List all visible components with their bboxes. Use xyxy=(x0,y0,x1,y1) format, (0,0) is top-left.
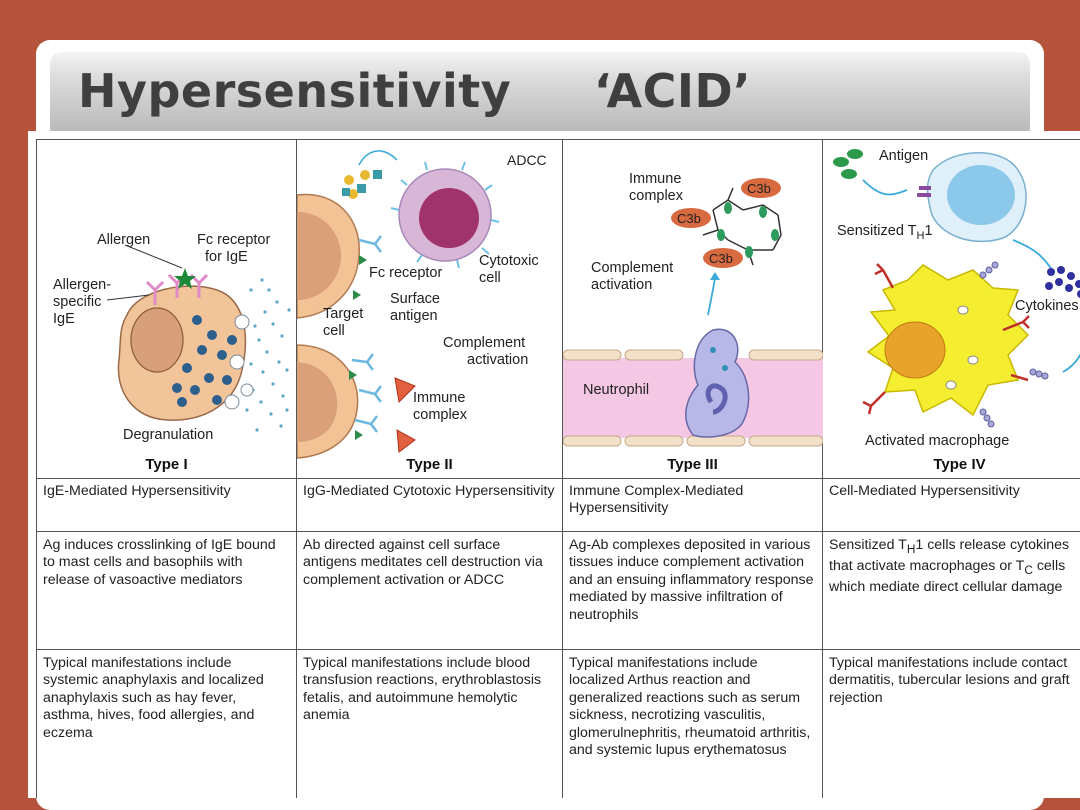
type3-name: Immune Complex-Mediated Hypersensitivity xyxy=(562,477,823,532)
label-immune-2: complex xyxy=(629,188,684,204)
row-mechanisms: Ag induces crosslinking of IgE bound to … xyxy=(36,530,1080,650)
type3-figure-cell: Immune complex C3b xyxy=(562,139,824,479)
label-surface-1: Surface xyxy=(390,291,440,307)
label-surface-2: antigen xyxy=(390,308,438,324)
row-manifestations: Typical manifestations include systemic … xyxy=(36,648,1080,798)
sensitized-tail: 1 xyxy=(924,223,932,239)
row-names: IgE-Mediated Hypersensitivity IgG-Mediat… xyxy=(36,477,1080,532)
c3b-label: C3b xyxy=(709,251,733,266)
type1-label: Type I xyxy=(145,456,188,473)
label-fc-receptor: Fc receptor xyxy=(197,232,270,248)
antigen-ovals xyxy=(833,149,863,179)
label-cytotoxic-1: Cytotoxic xyxy=(479,253,539,269)
type3-manifestations: Typical manifestations include localized… xyxy=(562,648,823,798)
label-allergen-specific-3: IgE xyxy=(53,311,75,327)
type2-name: IgG-Mediated Cytotoxic Hypersensitivity xyxy=(296,477,563,532)
label-complement-1: Complement xyxy=(591,260,673,276)
slide-title: Hypersensitivity ‘ACID’ xyxy=(78,64,752,118)
label-adcc: ADCC xyxy=(507,152,547,168)
t4-mech-b-sub: C xyxy=(1024,562,1033,577)
t4-mech-b: 1 cells release cytokines that activate … xyxy=(829,536,1070,574)
label-target-1: Target xyxy=(323,306,363,322)
t4-mech-a-sub: H xyxy=(906,541,916,556)
label-cytokines: Cytokines xyxy=(1015,298,1079,314)
cytokine-dots xyxy=(1045,266,1080,298)
type3-label: Type III xyxy=(667,456,718,473)
hypersensitivity-table-container: Allergen Fc receptor for IgE Allergen- s… xyxy=(28,131,1080,798)
label-complement-1: Complement xyxy=(443,335,525,351)
type1-manifestations: Typical manifestations include systemic … xyxy=(36,648,297,798)
type3-mechanism: Ag-Ab complexes deposited in various tis… xyxy=(562,530,823,650)
type2-figure-cell: ADCC xyxy=(296,139,563,479)
label-for-ige: for IgE xyxy=(205,249,248,265)
type2-mechanism: Ab directed against cell surface antigen… xyxy=(296,530,563,650)
type1-name: IgE-Mediated Hypersensitivity xyxy=(36,477,297,532)
t4-mech-a: Sensitized T xyxy=(829,536,907,553)
label-target-2: cell xyxy=(323,323,345,339)
released-granules xyxy=(224,314,254,410)
label-allergen: Allergen xyxy=(97,232,150,248)
cytotoxic-cell xyxy=(390,161,500,269)
mediator-dots xyxy=(245,278,291,432)
type2-diagram: ADCC xyxy=(296,150,547,459)
c3b-label: C3b xyxy=(677,211,701,226)
type3-diagram: Immune complex C3b xyxy=(562,171,824,447)
macrophage-receptors xyxy=(862,263,1030,415)
label-immune-2: complex xyxy=(413,407,468,423)
label-fc-receptor: Fc receptor xyxy=(369,265,442,281)
label-sensitized: Sensitized TH1 xyxy=(837,223,933,242)
label-immune-1: Immune xyxy=(413,390,465,406)
label-complement-2: activation xyxy=(591,277,652,293)
label-cytotoxic-2: cell xyxy=(479,270,501,286)
neutrophil-shape xyxy=(685,328,750,438)
type1-figure-cell: Allergen Fc receptor for IgE Allergen- s… xyxy=(36,139,297,479)
type4-name: Cell-Mediated Hypersensitivity xyxy=(822,477,1080,532)
surface-antigens xyxy=(349,255,367,440)
label-complement-2: activation xyxy=(467,352,528,368)
label-immune-1: Immune xyxy=(629,171,681,187)
label-allergen-specific-2: specific xyxy=(53,294,101,310)
label-degranulation: Degranulation xyxy=(123,427,213,443)
sensitized-subscript: H xyxy=(917,230,925,242)
complement-triangles xyxy=(394,377,416,453)
sensitized-text: Sensitized T xyxy=(837,223,917,239)
allergen-star xyxy=(174,268,196,289)
label-neutrophil: Neutrophil xyxy=(583,382,649,398)
type1-mechanism: Ag induces crosslinking of IgE bound to … xyxy=(36,530,297,650)
type2-manifestations: Typical manifestations include blood tra… xyxy=(296,648,563,798)
type4-diagram: Antigen Sensitized TH1 Cytokines xyxy=(833,148,1080,449)
t4-mech-c: cells which mediate direct cellular dama… xyxy=(829,557,1066,596)
granules xyxy=(172,315,237,407)
small-granules xyxy=(342,170,382,199)
label-allergen-specific-1: Allergen- xyxy=(53,277,111,293)
label-antigen: Antigen xyxy=(879,148,928,164)
title-bar xyxy=(50,52,1030,136)
cytokine-chains xyxy=(979,261,1049,428)
type2-label: Type II xyxy=(406,456,453,473)
th1-cell xyxy=(917,152,1027,243)
igg-antibodies xyxy=(351,235,382,433)
type4-manifestations: Typical manifestations include contact d… xyxy=(822,648,1080,798)
type4-mechanism: Sensitized TH1 cells release cytokines t… xyxy=(822,530,1080,650)
label-macrophage: Activated macrophage xyxy=(865,433,1009,449)
type1-diagram: Allergen Fc receptor for IgE Allergen- s… xyxy=(53,232,291,443)
type4-label: Type IV xyxy=(933,456,986,473)
hypersensitivity-table: Allergen Fc receptor for IgE Allergen- s… xyxy=(36,139,1080,798)
type4-figure-cell: Antigen Sensitized TH1 Cytokines xyxy=(822,139,1080,479)
c3b-label: C3b xyxy=(747,181,771,196)
c3b-ovals: C3b C3b C3b xyxy=(671,178,781,268)
